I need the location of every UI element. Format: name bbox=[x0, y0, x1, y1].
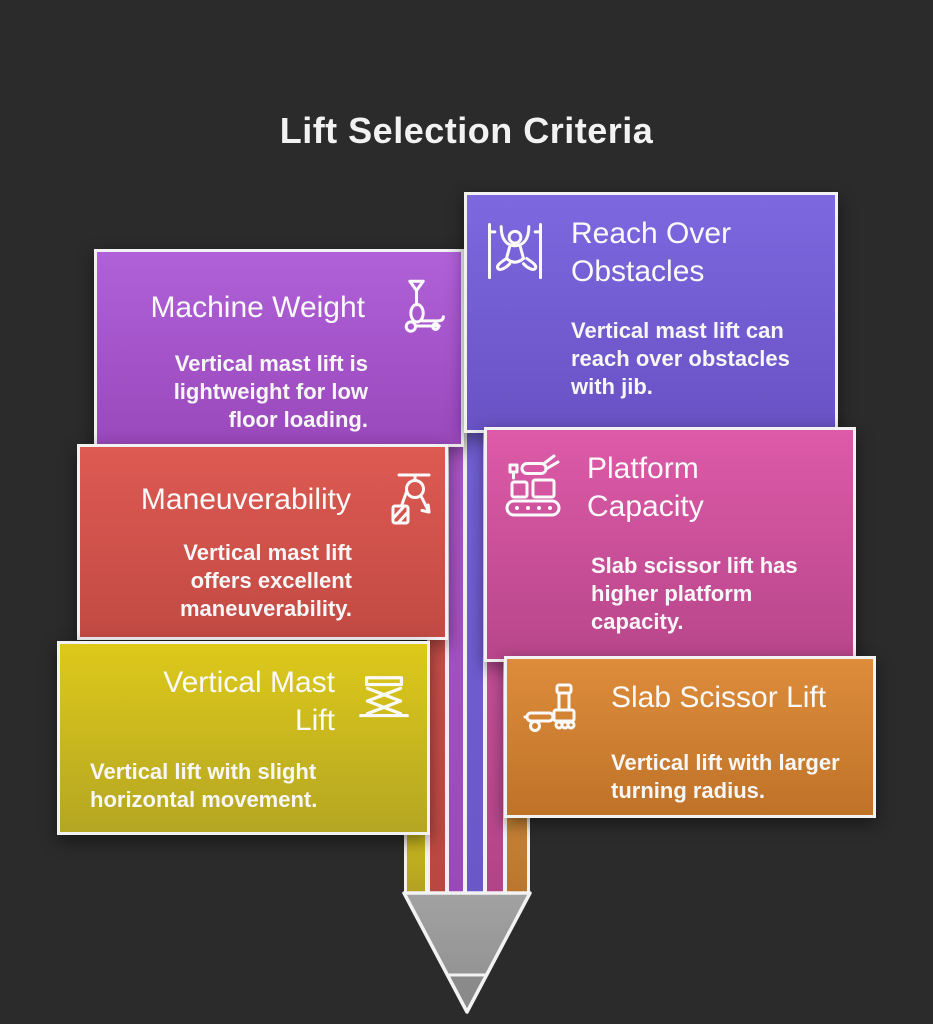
card-title-row: Maneuverability bbox=[80, 447, 445, 533]
card-title-row: Platform Capacity bbox=[487, 430, 853, 526]
page-title: Lift Selection Criteria bbox=[279, 110, 654, 152]
card-vertical-mast-lift: Vertical Mast Lift Vertical lift with sl… bbox=[57, 641, 430, 835]
lift-truck-icon bbox=[521, 681, 589, 745]
card-reach-over-obstacles: Reach Over Obstacles Vertical mast lift … bbox=[464, 192, 838, 433]
pencil-stripe-orange bbox=[504, 808, 530, 894]
overhead-reach-icon bbox=[481, 217, 549, 285]
card-slab-scissor-lift: Slab Scissor Lift Vertical lift with lar… bbox=[504, 656, 876, 818]
scissor-lift-icon bbox=[353, 671, 415, 733]
pencil-tip bbox=[402, 891, 532, 1014]
card-title: Platform Capacity bbox=[587, 452, 704, 523]
card-body: Vertical lift with larger turning radius… bbox=[611, 750, 840, 803]
card-body: Vertical mast lift is lightweight for lo… bbox=[173, 351, 368, 432]
pencil-stripe-yellow bbox=[404, 825, 428, 894]
card-title-row: Machine Weight bbox=[97, 252, 461, 344]
card-body: Vertical mast lift offers excellent mane… bbox=[180, 540, 352, 621]
pencil-stripe-violet bbox=[464, 424, 486, 894]
card-title: Vertical Mast Lift bbox=[163, 666, 335, 737]
card-platform-capacity: Platform Capacity Slab scissor lift has … bbox=[484, 427, 856, 662]
card-body: Slab scissor lift has higher platform ca… bbox=[591, 553, 798, 634]
card-body: Vertical mast lift can reach over obstac… bbox=[571, 318, 790, 399]
card-title: Maneuverability bbox=[140, 483, 351, 516]
card-machine-weight: Machine Weight Vertical mast lift is lig… bbox=[94, 249, 464, 447]
card-body: Vertical lift with slight horizontal mov… bbox=[90, 759, 318, 812]
pallet-jack-icon bbox=[383, 272, 449, 344]
pencil-stripe-purple bbox=[446, 438, 466, 894]
conveyor-icon bbox=[501, 452, 565, 518]
card-title-row: Slab Scissor Lift bbox=[507, 659, 873, 745]
pencil-stripe-pink bbox=[484, 652, 506, 894]
card-title-row: Reach Over Obstacles bbox=[467, 195, 835, 291]
card-title-row: Vertical Mast Lift bbox=[60, 644, 427, 740]
pencil-lead bbox=[447, 975, 487, 1012]
card-title: Reach Over Obstacles bbox=[571, 217, 732, 288]
pencil-stripe-red bbox=[427, 630, 448, 894]
card-title: Slab Scissor Lift bbox=[611, 681, 827, 714]
card-maneuverability: Maneuverability Vertical mast lift offer… bbox=[77, 444, 448, 640]
pulley-icon bbox=[369, 467, 433, 533]
card-title: Machine Weight bbox=[150, 291, 365, 324]
